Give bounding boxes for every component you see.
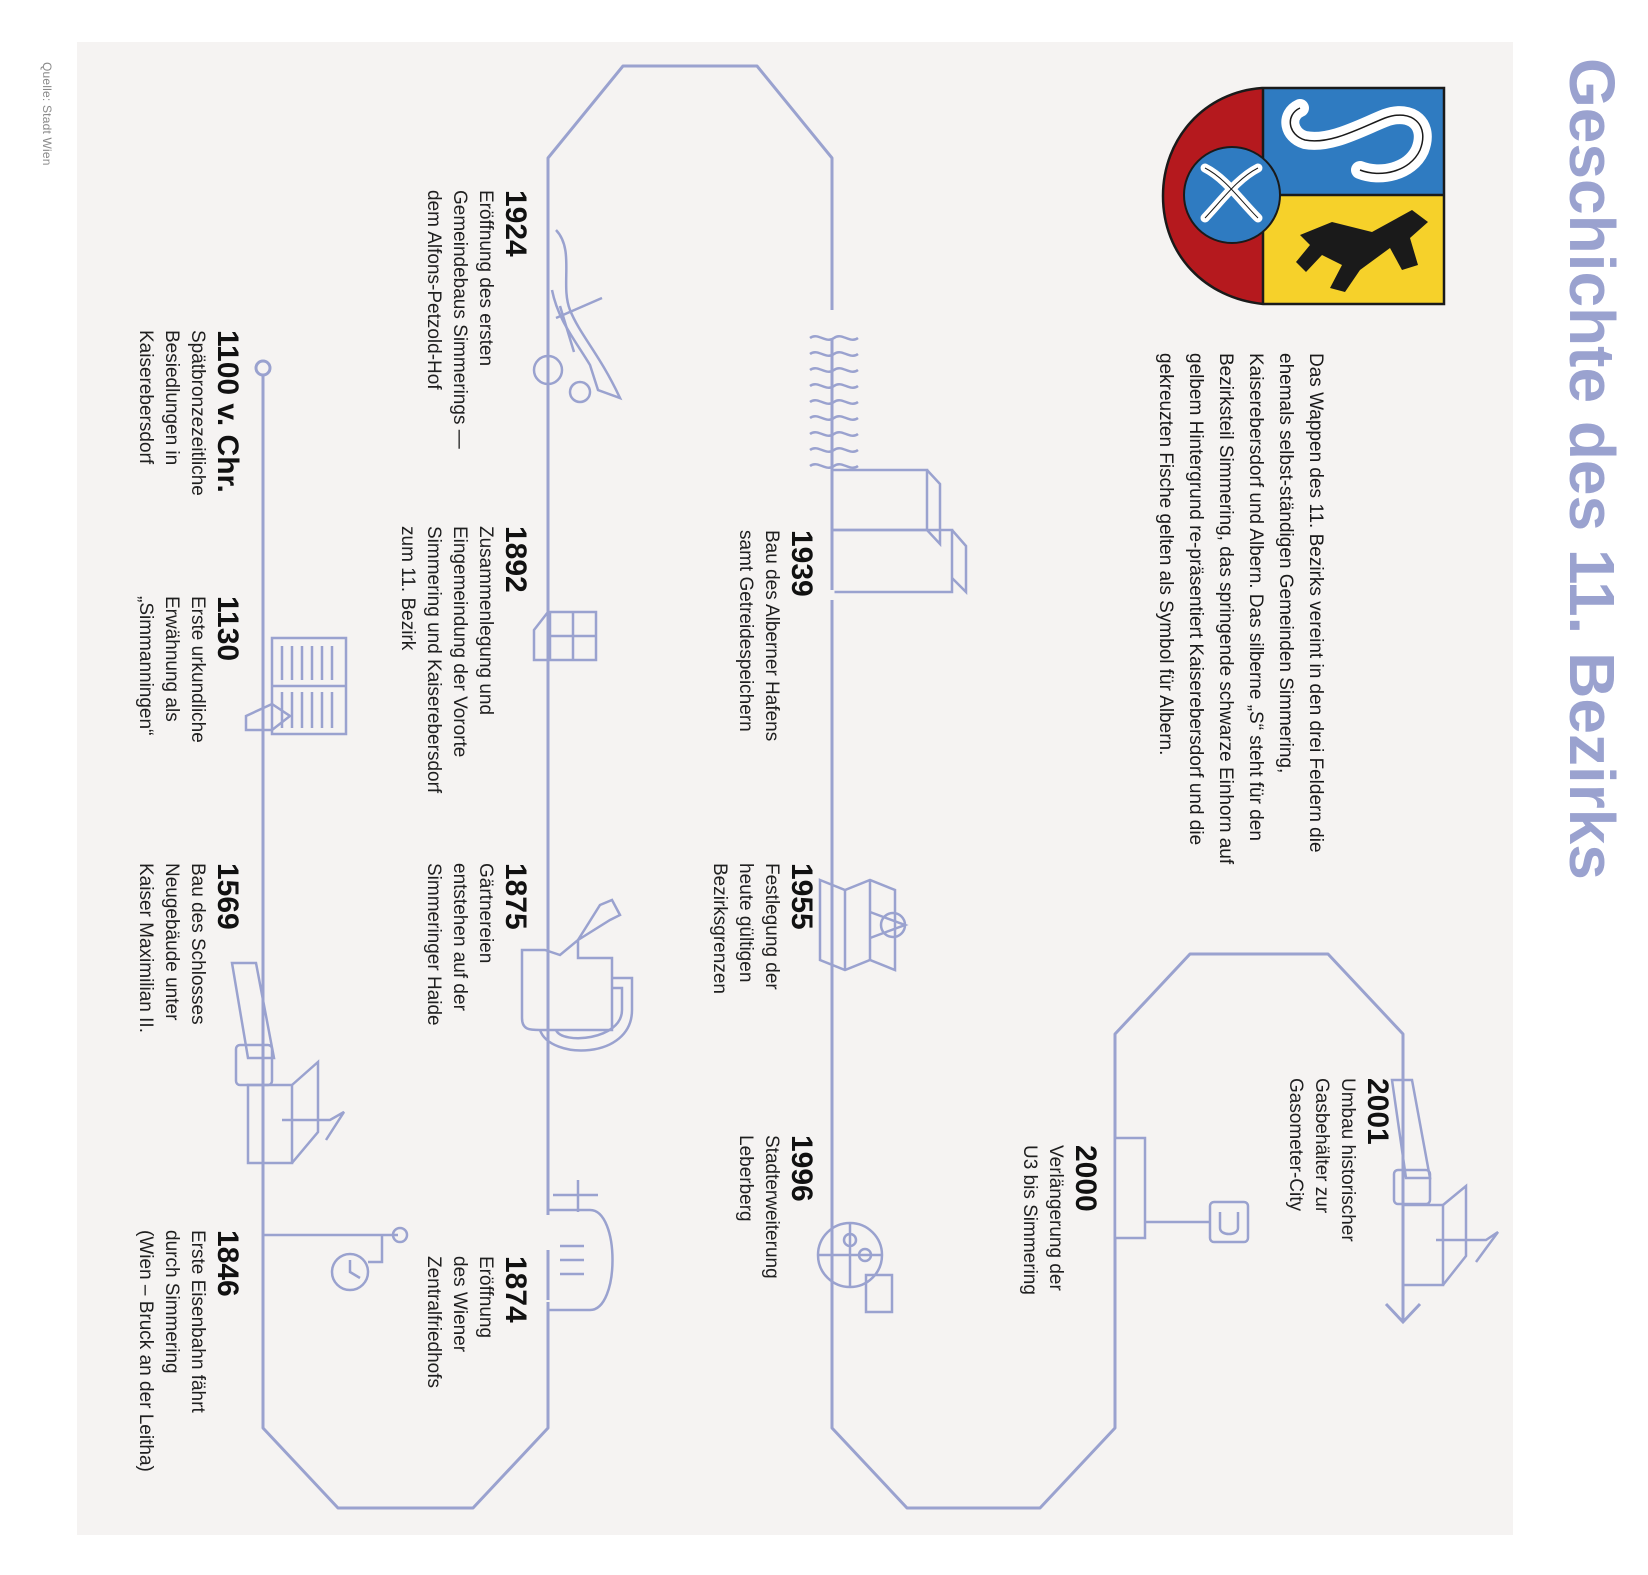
event-1569: 1569 Bau des Schlosses Neugebäude unter … [132,863,244,1033]
coat-of-arms-description: Das Wappen des 11. Bezirks vereint in de… [1155,353,1326,865]
event-text: heute gültigen [735,863,756,983]
event-text: Eingemeindung der Vororte [449,526,470,758]
event-text: durch Simmering [161,1230,182,1374]
station-clock-icon [263,1226,409,1292]
event-year: 1892 [499,526,532,593]
event-text: Gasbehälter zur [1311,1078,1332,1214]
event-text: Gasometer-City [1285,1078,1306,1212]
metro-sign-icon [1113,1136,1250,1244]
event-text: Kaiserebersdorf [135,330,156,465]
event-text: Eröffnung [475,1256,496,1339]
harbor-icon [809,310,968,600]
event-text: Festlegung der [761,863,782,990]
saw-icon [230,961,346,1165]
gravestone-icon [546,1180,614,1312]
event-1875: 1875 Gärtnereien entstehen auf der Simme… [420,863,532,1026]
event-year: 1130 [211,596,244,662]
event-text: Neugebäude unter [161,863,182,1021]
event-text: entstehen auf der [449,863,470,1011]
event-text: des Wiener [449,1256,470,1353]
event-text: Zusammenlegung und [475,526,496,716]
event-1846: 1846 Erste Eisenbahn fährt durch Simmeri… [132,1230,244,1472]
event-year: 1996 [785,1135,818,1202]
page-title: Geschichte des 11. Bezirks [1556,58,1628,880]
event-year: 1924 [499,190,532,257]
end-arrow-icon [1384,1302,1422,1325]
event-text: Besiedlungen in [161,330,182,466]
event-text: zum 11. Bezirk [397,526,418,651]
event-text: Spätbronzezeitliche [187,330,208,496]
event-1939: 1939 Bau des Alberner Hafens samt Getrei… [732,530,818,741]
event-year: 1569 [211,863,244,930]
event-2000: 2000 Verlängerung der U3 bis Simmering [1016,1145,1102,1295]
event-1996: 1996 Stadterweiterung Leberberg [732,1135,818,1279]
event-text: dem Alfons-Petzold-Hof [423,190,444,390]
event-text: Zentralfriedhofs [423,1256,444,1389]
event-text: Verlängerung der [1045,1145,1066,1291]
book-icon [244,636,348,736]
merge-icon [532,610,598,662]
event-text: Bezirksgrenzen [709,863,730,994]
event-1924: 1924 Eröffnung des ersten Gemeindebaus S… [420,190,532,449]
event-text: Gemeindebaus Simmerings — [449,190,470,449]
event-text: Erwähnung als [161,596,182,722]
event-text: Simmering und Kaiserebersdorf [423,526,444,794]
scissors-ribbon-icon [532,229,623,404]
event-year: 2001 [1361,1078,1394,1145]
event-year: 1100 v. Chr. [211,330,244,493]
event-text: Erste urkundliche [187,596,208,743]
event-text: Bau des Alberner Hafens [761,530,782,742]
start-dot-icon [254,359,272,377]
event-year: 2000 [1069,1145,1102,1212]
source-note: Quelle: Stadt Wien [40,62,54,166]
event-1100-bc: 1100 v. Chr. Spätbronzezeitliche Besiedl… [132,330,244,496]
construction-icon [1390,1078,1500,1287]
event-1874: 1874 Eröffnung des Wiener Zentralfriedho… [420,1256,532,1388]
event-text: Umbau historischer [1337,1078,1358,1242]
event-text: Leberberg [735,1135,756,1222]
event-year: 1874 [499,1256,532,1323]
map-pin-icon [818,878,909,972]
event-text: Kaiser Maximilian II. [135,863,156,1033]
event-text: (Wien – Bruck an der Leitha) [135,1230,156,1472]
event-1130: 1130 Erste urkundliche Erwähnung als „Si… [132,596,244,743]
event-text: samt Getreidespeichern [735,530,756,732]
event-text: „Simmanningen“ [135,596,156,736]
event-text: Simmeringer Haide [423,863,444,1026]
event-text: Bau des Schlosses [187,863,208,1025]
event-year: 1875 [499,863,532,930]
puzzle-icon [816,1221,894,1314]
coat-of-arms-icon [1161,86,1446,306]
event-text: Eröffnung des ersten [475,190,496,367]
event-2001: 2001 Umbau historischer Gasbehälter zur … [1282,1078,1394,1242]
event-text: Stadterweiterung [761,1135,782,1279]
event-text: Erste Eisenbahn fährt [187,1230,208,1413]
event-1955: 1955 Festlegung der heute gültigen Bezir… [706,863,818,994]
event-1892: 1892 Zusammenlegung und Eingemeindung de… [394,526,532,793]
timeline-path [261,64,1405,1510]
event-year: 1939 [785,530,818,597]
event-year: 1846 [211,1230,244,1297]
event-text: U3 bis Simmering [1019,1145,1040,1295]
watering-can-icon [520,898,634,1052]
event-year: 1955 [785,863,818,930]
event-text: Gärtnereien [475,863,496,964]
